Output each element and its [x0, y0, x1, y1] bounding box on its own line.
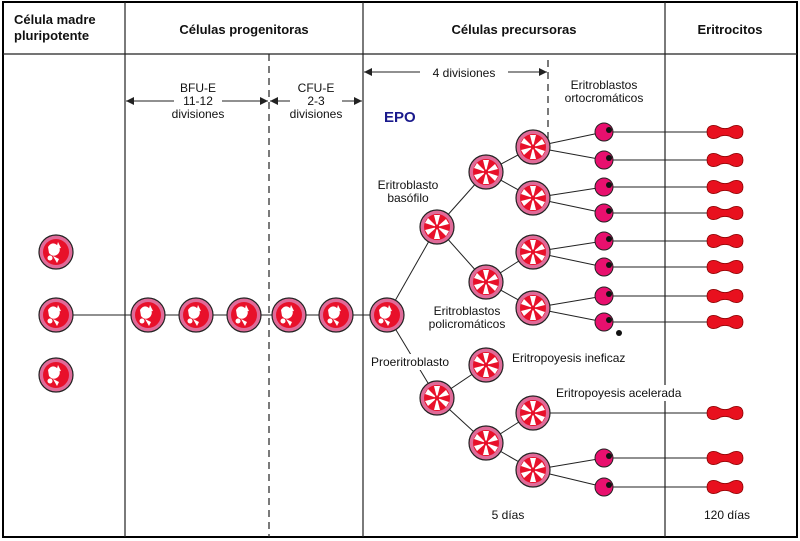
- cfu-e-cell: [318, 297, 354, 333]
- erythrocyte: [706, 260, 744, 274]
- four-divisions-label: 4 divisiones: [433, 66, 496, 80]
- basophil-label-line2: basófilo: [387, 191, 429, 205]
- stem-cell: [38, 297, 74, 333]
- basophil-label-line1: Eritroblasto: [378, 178, 439, 192]
- erythrocyte: [706, 406, 744, 420]
- orthochromatic-erythroblast-cell: [594, 150, 614, 170]
- polychromatic-erythroblast-cell: [515, 129, 551, 165]
- stem-cell: [38, 234, 74, 270]
- orthochromatic-erythroblast-cell: [594, 477, 614, 497]
- bfu-e-cell: [226, 297, 262, 333]
- bfu-label: BFU-E: [180, 81, 216, 95]
- orthochromatic-erythroblast-cell: [594, 448, 614, 468]
- orthochromatic-erythroblast-cell: [594, 203, 614, 223]
- accelerated-erythroblast-cell: [515, 395, 551, 431]
- erythrocyte: [706, 289, 744, 303]
- orthochromatic-erythroblast-cell: [594, 231, 614, 251]
- cfu-divisions-word: divisiones: [290, 107, 343, 121]
- header-erythrocytes: Eritrocitos: [697, 22, 762, 37]
- cfu-label: CFU-E: [298, 81, 335, 95]
- ineffective-erythroblast-cell: [468, 347, 504, 383]
- erythrocyte: [706, 234, 744, 248]
- header-stem-line1: Célula madre: [14, 12, 96, 27]
- poly-label-line1: Eritroblastos: [434, 304, 501, 318]
- accelerated-label: Eritropoyesis acelerada: [556, 386, 682, 400]
- bfu-e-cell: [130, 297, 166, 333]
- orthochromatic-erythroblast-cell: [594, 122, 614, 142]
- polychromatic-erythroblast-cell: [468, 264, 504, 300]
- cfu-e-cell: [271, 297, 307, 333]
- bfu-e-cell: [178, 297, 214, 333]
- stem-cell: [38, 357, 74, 393]
- erythrocyte: [706, 125, 744, 139]
- header-stem-line2: pluripotente: [14, 28, 89, 43]
- proerythroblast-label: Proeritroblasto: [371, 355, 449, 369]
- polychromatic-erythroblast-cell: [468, 154, 504, 190]
- five-days-label: 5 días: [492, 508, 525, 522]
- ineffective-label: Eritropoyesis ineficaz: [512, 351, 625, 365]
- ortho-label-line2: ortocromáticos: [565, 91, 644, 105]
- bfu-divisions-count: 11-12: [183, 94, 213, 108]
- ortho-label-line1: Eritroblastos: [571, 78, 638, 92]
- proerythroblast-cell: [369, 297, 405, 333]
- basophilic-erythroblast-cell: [419, 209, 455, 245]
- erythrocyte: [706, 153, 744, 167]
- polychromatic-erythroblast-cell: [515, 234, 551, 270]
- orthochromatic-erythroblast-cell: [594, 257, 614, 277]
- polychromatic-erythroblast-cell: [468, 425, 504, 461]
- poly-label-line2: policromáticos: [429, 317, 506, 331]
- days-120-label: 120 días: [704, 508, 750, 522]
- erythrocyte: [706, 206, 744, 220]
- polychromatic-erythroblast-cell: [515, 290, 551, 326]
- erythrocyte: [706, 480, 744, 494]
- erythrocyte: [706, 315, 744, 329]
- extruded-nucleus: [616, 330, 622, 336]
- epo-label: EPO: [384, 109, 416, 126]
- orthochromatic-erythroblast-cell: [594, 177, 614, 197]
- header-progenitor: Células progenitoras: [179, 22, 308, 37]
- orthochromatic-erythroblast-cell: [594, 312, 614, 332]
- polychromatic-erythroblast-cell: [515, 180, 551, 216]
- erythrocyte: [706, 180, 744, 194]
- bfu-divisions-word: divisiones: [172, 107, 225, 121]
- orthochromatic-erythroblast-cell: [594, 286, 614, 306]
- basophilic-erythroblast-cell: [419, 380, 455, 416]
- header-precursor: Células precursoras: [451, 22, 576, 37]
- polychromatic-erythroblast-cell: [515, 452, 551, 488]
- erythrocyte: [706, 451, 744, 465]
- cfu-divisions-count: 2-3: [307, 94, 325, 108]
